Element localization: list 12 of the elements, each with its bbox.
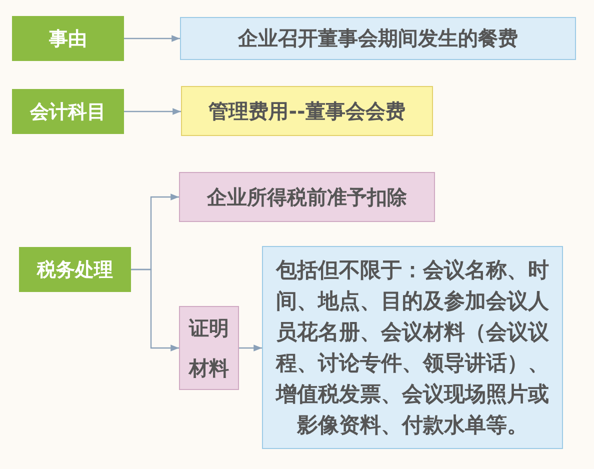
content-box: 企业召开董事会期间发生的餐费 <box>180 17 576 60</box>
label-box: 会计科目 <box>12 89 124 134</box>
arrow <box>124 108 181 115</box>
arrow <box>239 344 262 352</box>
label-box: 事由 <box>12 16 124 61</box>
label-box: 税务处理 <box>19 247 131 292</box>
content-box: 包括但不限于：会议名称、时间、地点、目的及参加会议人员花名册、会议材料（会议议程、讨论专件、领导讲话）、增值税发票、会议现场照片或影像资料、付款水单等。 <box>262 246 563 449</box>
content-box: 管理费用--董事会会费 <box>181 86 433 136</box>
arrow <box>131 268 179 352</box>
arrow <box>124 35 180 42</box>
content-box: 证明材料 <box>179 306 239 390</box>
content-box: 企业所得税前准予扣除 <box>179 172 435 222</box>
